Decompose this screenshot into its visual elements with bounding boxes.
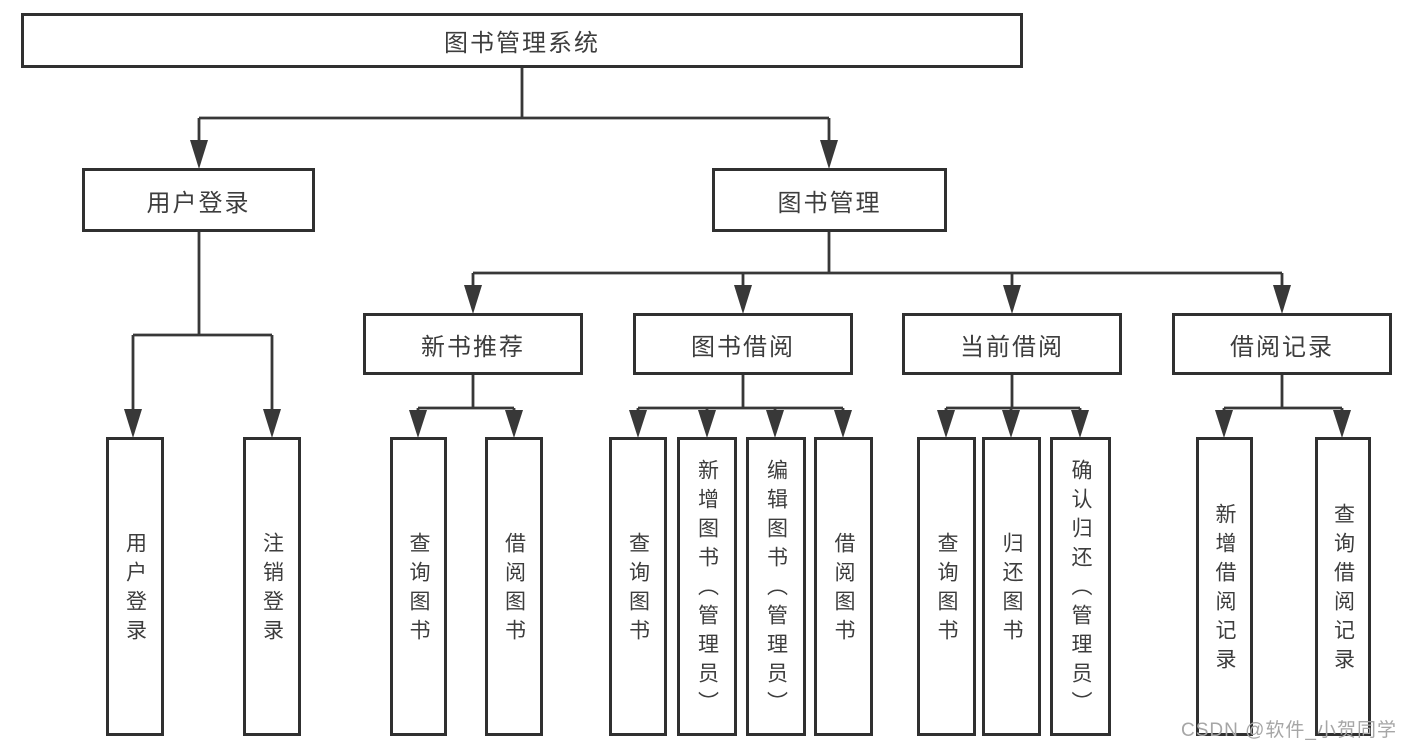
node-label: 查询图书 <box>935 531 958 648</box>
node-label: 用户登录 <box>123 531 147 648</box>
leaf-borrow-books-recommend: 借阅图书 <box>485 437 543 736</box>
node-new-book-recommendation: 新书推荐 <box>363 313 583 375</box>
node-label: 查询图书 <box>407 531 430 648</box>
node-label: 借阅图书 <box>832 531 855 648</box>
node-current-borrowing: 当前借阅 <box>902 313 1122 375</box>
node-user-login-branch: 用户登录 <box>82 168 315 232</box>
leaf-query-books-recommend: 查询图书 <box>390 437 447 736</box>
leaf-add-books-admin: 新增图书（管理员） <box>677 437 737 736</box>
leaf-add-borrow-record: 新增借阅记录 <box>1196 437 1253 736</box>
leaf-borrow-books: 借阅图书 <box>814 437 873 736</box>
leaf-edit-books-admin: 编辑图书（管理员） <box>746 437 806 736</box>
node-label: 确认归还（管理员） <box>1069 459 1092 720</box>
node-label: 归还图书 <box>1000 531 1023 648</box>
node-label: 新书推荐 <box>421 333 525 361</box>
csdn-watermark: CSDN @软件_小贺同学 <box>1181 720 1397 741</box>
node-label: 注销登录 <box>260 531 284 648</box>
leaf-query-books-current: 查询图书 <box>917 437 976 736</box>
node-label: 借阅记录 <box>1230 333 1334 361</box>
node-borrowing-records: 借阅记录 <box>1172 313 1392 375</box>
leaf-query-borrow-record: 查询借阅记录 <box>1315 437 1371 736</box>
node-book-management-branch: 图书管理 <box>712 168 947 232</box>
node-library-management-system: 图书管理系统 <box>21 13 1023 68</box>
leaf-query-books-borrowing: 查询图书 <box>609 437 667 736</box>
leaf-user-login: 用户登录 <box>106 437 164 736</box>
node-label: 编辑图书（管理员） <box>764 459 788 720</box>
node-label: 图书借阅 <box>691 333 795 361</box>
node-label: 新增借阅记录 <box>1213 502 1236 677</box>
node-label: 查询图书 <box>626 531 650 648</box>
node-label: 当前借阅 <box>960 333 1064 361</box>
node-label: 借阅图书 <box>502 531 526 648</box>
node-label: 图书管理 <box>777 189 882 217</box>
leaf-return-books: 归还图书 <box>982 437 1041 736</box>
leaf-confirm-return-admin: 确认归还（管理员） <box>1050 437 1111 736</box>
node-book-borrowing: 图书借阅 <box>633 313 853 375</box>
node-label: 用户登录 <box>146 189 251 217</box>
node-label: 图书管理系统 <box>444 30 600 57</box>
leaf-logout: 注销登录 <box>243 437 301 736</box>
node-label: 新增图书（管理员） <box>695 459 719 720</box>
node-label: 查询借阅记录 <box>1331 502 1355 677</box>
